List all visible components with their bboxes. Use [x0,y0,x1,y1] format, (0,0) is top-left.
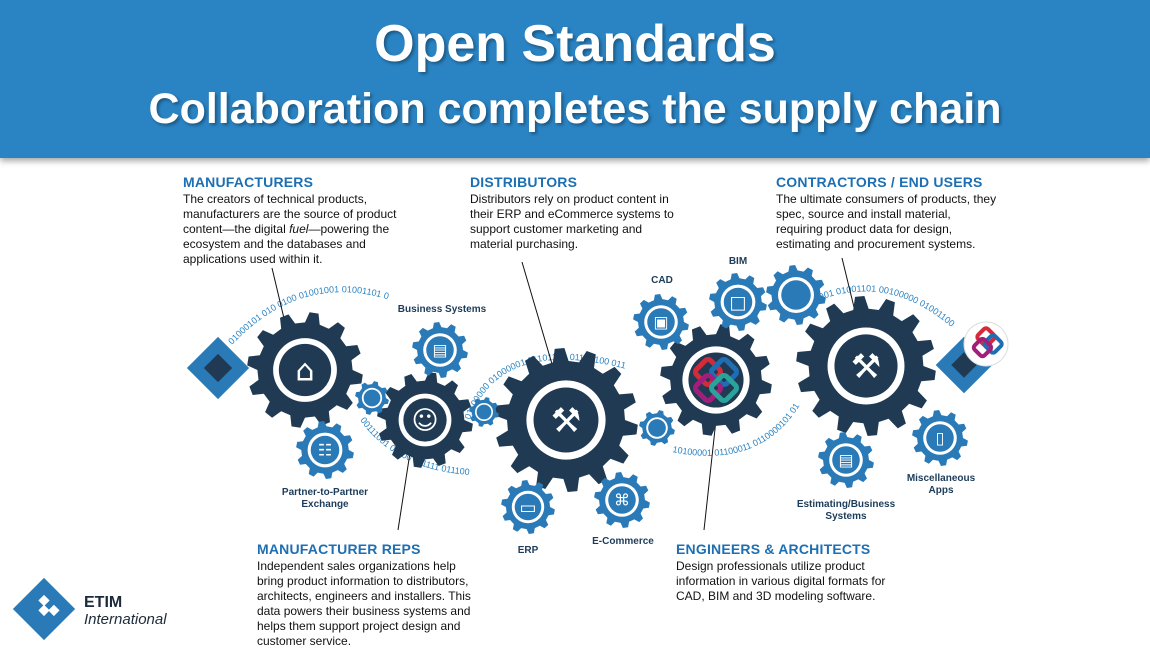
gear-link-4 [766,265,826,325]
logo-name: ETIM [84,594,123,611]
gear-link-2 [469,397,499,427]
callout-line-engineers [703,419,717,531]
gear-cad [633,294,689,350]
gear-link-1 [355,381,389,415]
distributors-heading: DISTRIBUTORS [470,174,578,190]
gear-estimating [818,432,874,488]
distributors-text: Distributors rely on product content in … [470,192,674,251]
contractors-block: CONTRACTORS / END USERS The ultimate con… [776,174,1036,252]
manufacturers-text: The creators of technical products, manu… [183,192,397,266]
factory-icon: ⌂ [295,354,314,389]
manufacturers-block: MANUFACTURERS The creators of technical … [183,174,433,267]
tools-icon: ⚒ [851,347,881,387]
gear-business-systems [412,322,468,378]
gear-misc-apps [912,410,968,466]
label-business-systems: Business Systems [397,304,487,315]
engineers-text: Design professionals utilize product inf… [676,559,886,603]
phone-icon: ▯ [936,429,945,448]
page-subtitle: Collaboration completes the supply chain [148,85,1002,133]
logo-sub: International [84,611,167,628]
monitor-icon: ▤ [432,341,447,360]
manufacturers-heading: MANUFACTURERS [183,174,314,190]
page-title: Open Standards [374,15,776,73]
distributors-block: DISTRIBUTORS Distributors rely on produc… [470,174,730,252]
network-icon: ☷ [318,441,332,460]
gear-contractors [796,296,936,436]
forklift-icon: ⚒ [551,401,581,441]
gear-manufacturers [247,312,363,428]
laptop-icon: ▤ [838,451,853,470]
reps-heading: MANUFACTURER REPS [257,541,421,557]
gear-reps [377,372,473,468]
laptop-icon: ▭ [519,497,536,518]
etim-diamond-icon [186,336,250,400]
gear-distributors [494,348,638,492]
ifc-logo-icon [693,357,739,403]
gears: ⌂ ☺ ⚒ ⚒ ▣ □ ▤ ☷ ▭ ⌘ ▤ ▯ [247,265,968,534]
label-erp: ERP [517,545,539,556]
gear-link-3 [639,410,675,446]
engineers-block: ENGINEERS & ARCHITECTS Design profession… [676,541,936,604]
contractors-heading: CONTRACTORS / END USERS [776,174,983,190]
monitor-icon: □ [729,292,746,313]
engineers-heading: ENGINEERS & ARCHITECTS [676,541,871,557]
cube-icon: ▣ [653,313,668,332]
gear-partner-exchange [296,421,354,479]
gear-bim [709,273,767,331]
reps-block: MANUFACTURER REPS Independent sales orga… [257,541,517,649]
handshake-icon: ☺ [411,406,438,436]
header-banner: Open Standards Collaboration completes t… [0,0,1150,158]
label-cad: CAD [651,275,673,286]
gear-erp [501,480,555,534]
label-ecommerce: E-Commerce [592,536,654,547]
gear-ecommerce [594,472,650,528]
contractors-text: The ultimate consumers of products, they… [776,192,997,251]
reps-text: Independent sales organizations help bri… [257,559,471,648]
etim-logo [12,577,76,641]
label-bim: BIM [728,256,748,267]
ifc-logo-icon [963,321,1009,367]
cart-icon: ⌘ [614,491,630,510]
